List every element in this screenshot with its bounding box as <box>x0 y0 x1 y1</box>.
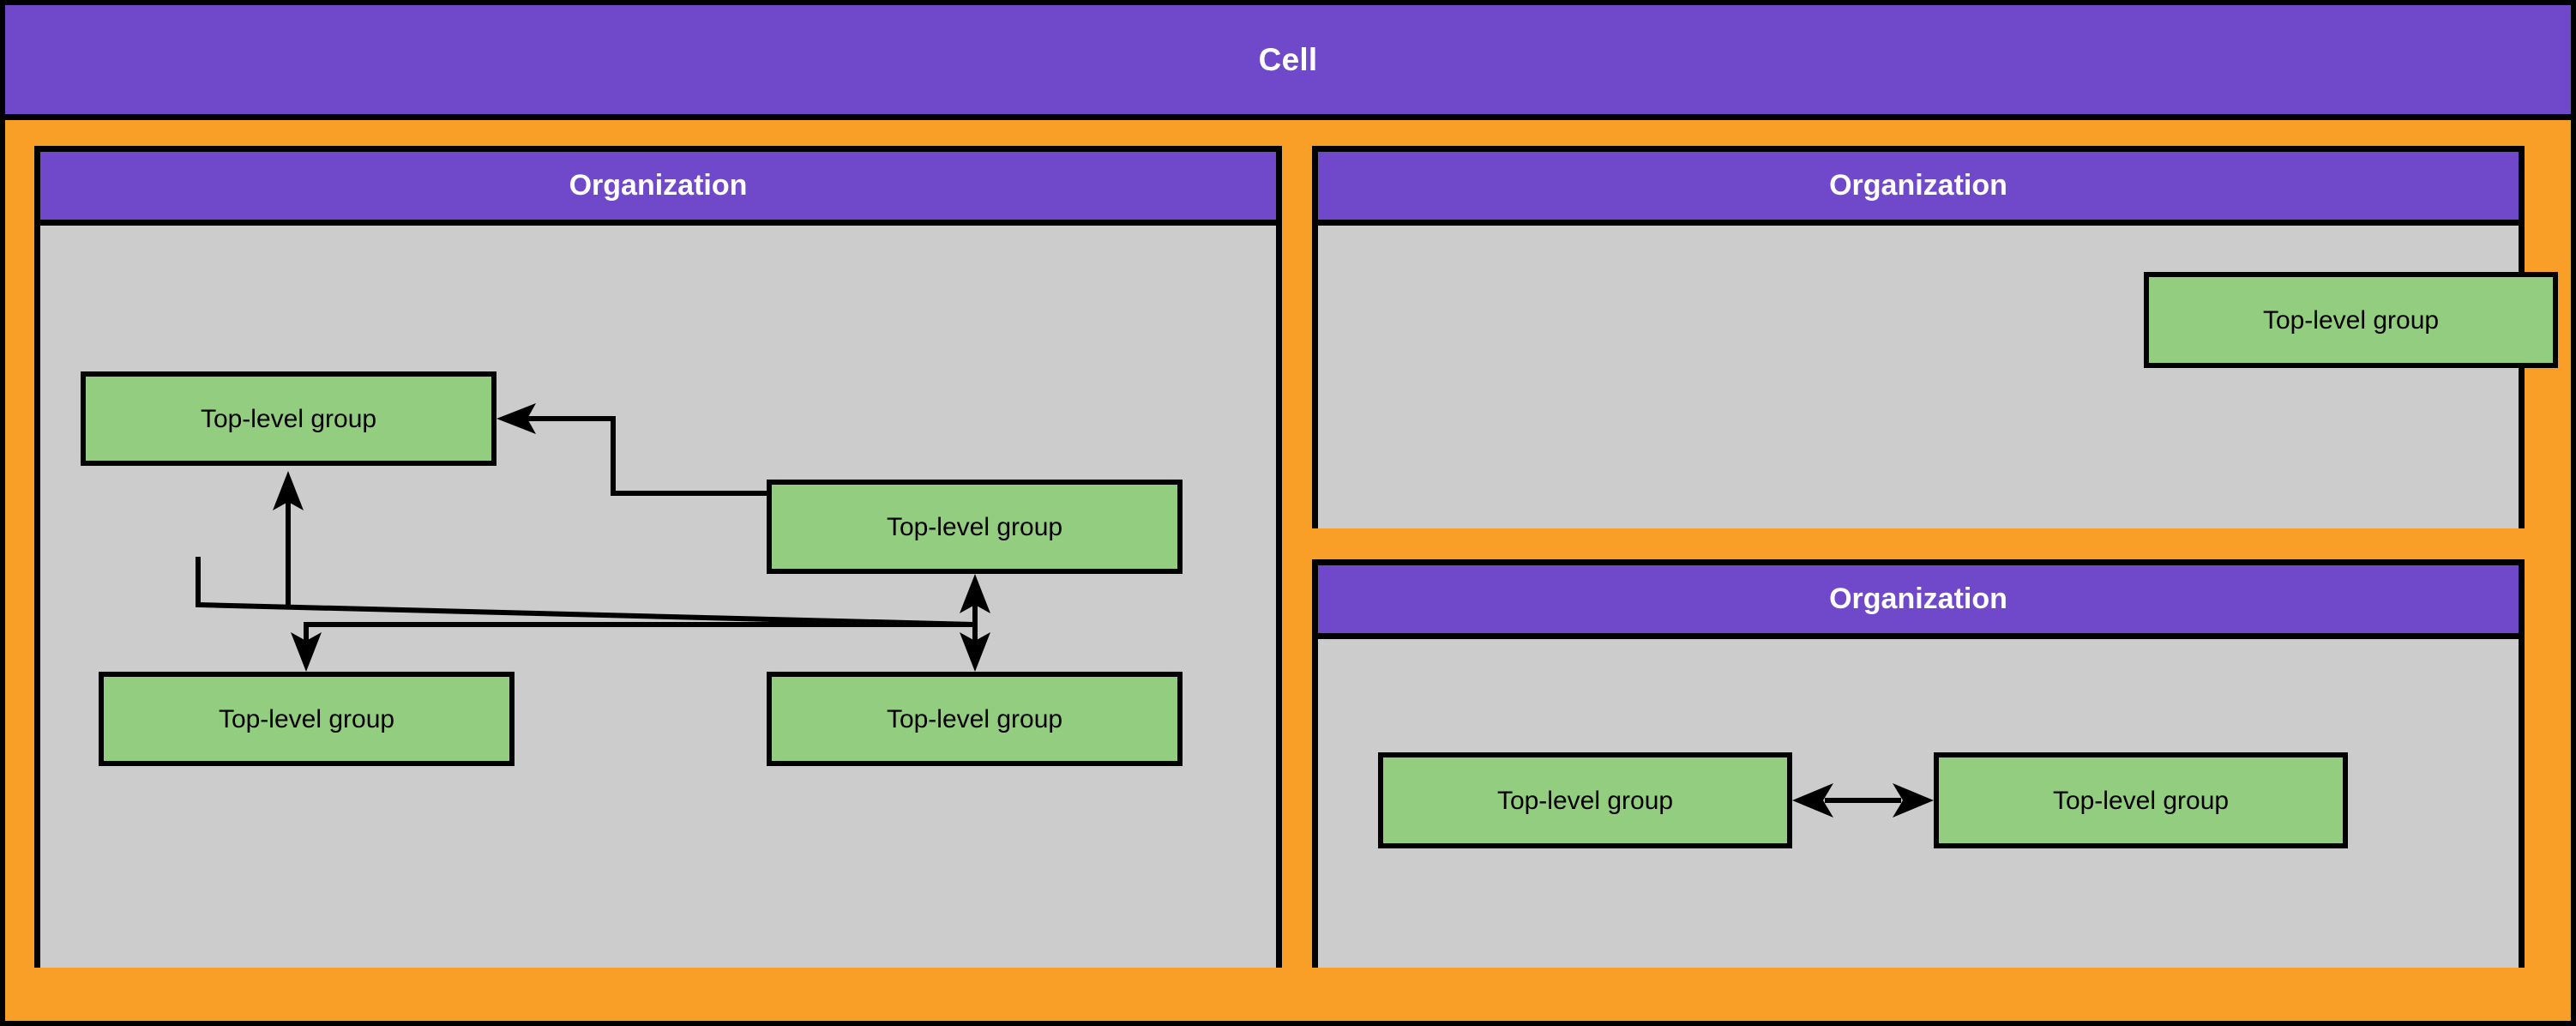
arrow-head-c1-to-c2 <box>1893 783 1934 818</box>
organization-panel-c[interactable]: Organization Top-level group Top-level g… <box>1312 559 2525 968</box>
arrow-head-a3-to-a1 <box>273 471 304 510</box>
organization-panel-a[interactable]: Organization <box>34 146 1282 968</box>
arrow-head-a4-to-a2 <box>960 574 990 613</box>
organization-title-a: Organization <box>569 169 748 202</box>
top-level-group-label: Top-level group <box>200 404 377 433</box>
arrow-head-c2-to-c1 <box>1792 783 1833 818</box>
edge-a2-to-a1 <box>521 416 767 496</box>
top-level-group-label: Top-level group <box>2262 305 2440 335</box>
edge-a2-to-a3 <box>304 622 975 648</box>
top-level-group-label: Top-level group <box>2052 786 2230 815</box>
top-level-group-box[interactable]: Top-level group <box>2144 272 2558 368</box>
arrow-head-a2-to-a3 <box>291 632 322 672</box>
top-level-group-label: Top-level group <box>218 704 395 733</box>
cell-body: Organization <box>5 120 2571 1021</box>
organization-panel-b[interactable]: Organization Top-level group <box>1312 146 2558 528</box>
organization-body-a: Top-level group Top-level group Top-leve… <box>40 226 1276 968</box>
connection-edges-org-a <box>196 403 990 672</box>
cell-title: Cell <box>1258 41 1318 77</box>
organization-title-c: Organization <box>1829 582 2007 615</box>
top-level-group-box[interactable]: Top-level group <box>767 672 1183 766</box>
top-level-group-label: Top-level group <box>886 512 1063 541</box>
organization-body-c: Top-level group Top-level group <box>1318 639 2519 968</box>
top-level-group-box[interactable]: Top-level group <box>1378 752 1792 848</box>
top-level-group-box[interactable]: Top-level group <box>99 672 515 766</box>
top-level-group-box[interactable]: Top-level group <box>81 371 497 466</box>
arrow-head-a2-to-a1 <box>497 403 536 434</box>
organization-header-b: Organization <box>1318 152 2519 226</box>
top-level-group-label: Top-level group <box>886 704 1063 733</box>
organization-header-c: Organization <box>1318 565 2519 639</box>
organization-title-b: Organization <box>1829 169 2007 202</box>
top-level-group-box[interactable]: Top-level group <box>1934 752 2348 848</box>
organization-body-b: Top-level group <box>1318 226 2558 528</box>
arrow-head-a1-to-a4 <box>960 632 990 672</box>
cell-header: Cell <box>5 5 2571 120</box>
organization-header-a: Organization <box>40 152 1276 226</box>
top-level-group-box[interactable]: Top-level group <box>767 480 1183 574</box>
top-level-group-label: Top-level group <box>1496 786 1674 815</box>
